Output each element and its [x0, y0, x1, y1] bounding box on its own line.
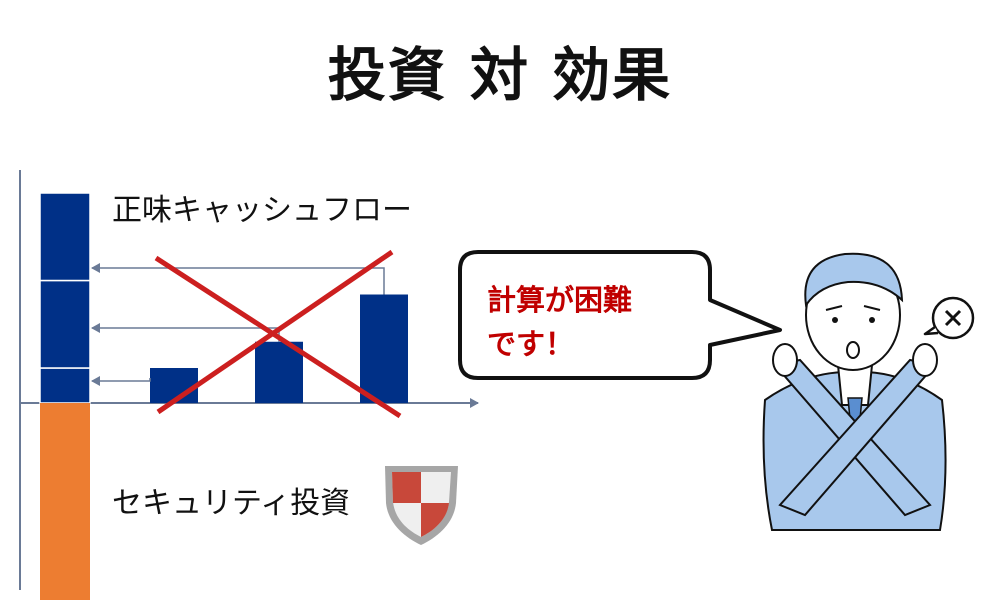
stacked-segment-1	[39, 367, 91, 404]
speech-line-2: です！	[487, 327, 575, 361]
businessman-illustration	[762, 252, 947, 531]
flow-arrow-2	[91, 323, 280, 342]
bars-group	[39, 192, 408, 600]
speech-line-1: 計算が困難	[487, 283, 633, 317]
cash-flow-bar-2	[255, 341, 303, 403]
stacked-segment-2	[39, 279, 91, 369]
slide-title: 投資 対 効果	[327, 41, 673, 109]
speech-bubble	[458, 250, 782, 380]
security-investment-label: セキュリティ投資	[112, 486, 351, 521]
stacked-segment-3	[39, 192, 91, 282]
cash-flow-label: 正味キャッシュフロー	[112, 193, 412, 228]
security-investment-bar	[40, 403, 90, 600]
flow-arrow-1	[91, 376, 151, 386]
cross-mark	[154, 249, 402, 419]
speech-text: 計算が困難 です！	[487, 278, 632, 366]
cancel-x-icon	[923, 296, 975, 340]
cash-flow-bar-1	[150, 368, 198, 403]
flow-arrow-3	[91, 263, 385, 295]
cash-flow-bar-3	[360, 294, 408, 403]
shield-icon	[385, 466, 458, 545]
